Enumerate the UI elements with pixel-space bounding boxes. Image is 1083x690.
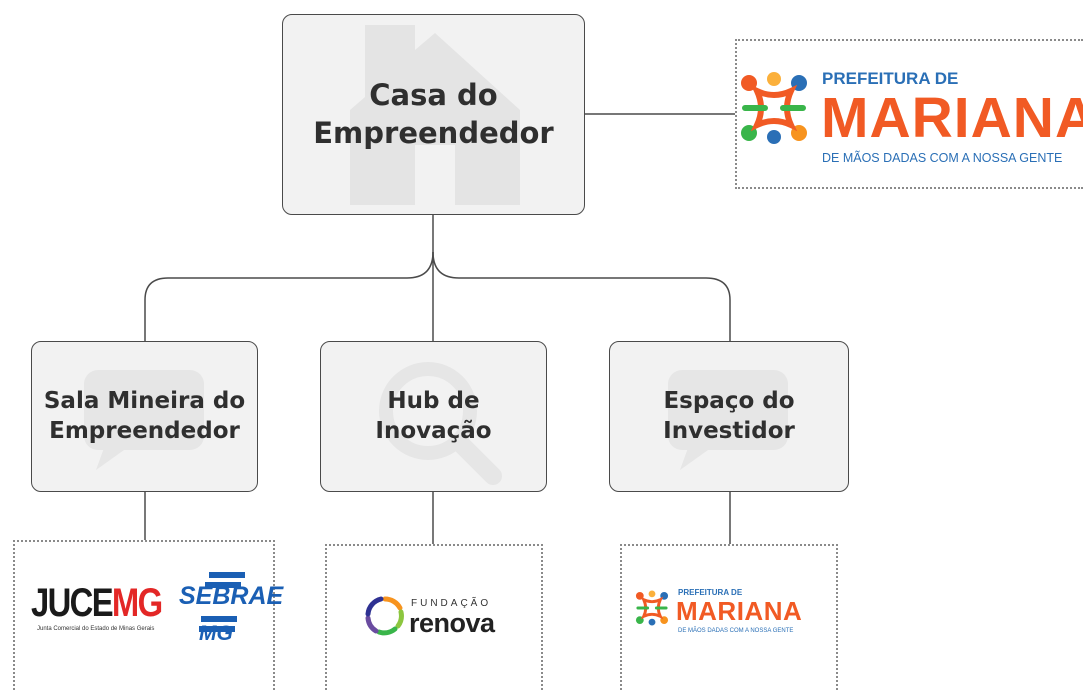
prefeitura-bottom-top-text: PREFEITURA DE	[678, 588, 743, 597]
prefeitura-top-text: PREFEITURA DE	[822, 69, 959, 88]
chat-bubble-icon	[668, 370, 788, 470]
jucemg-subtitle: Junta Comercial do Estado de Minas Gerai…	[37, 626, 155, 632]
sebrae-state-text: MG	[199, 622, 233, 645]
jucemg-text-part2: MG	[111, 581, 163, 625]
logo-box-renova: FUNDAÇÃO renova	[325, 544, 543, 690]
renova-name-text: renova	[409, 608, 495, 638]
connector-branch-right	[432, 251, 731, 341]
jucemg-logo: JUCEMG	[31, 581, 163, 626]
sebrae-stripes-icon	[199, 572, 245, 632]
prefeitura-bottom-main-text: MARIANA	[676, 596, 803, 626]
node-casa-do-empreendedor[interactable]: Casa do Empreendedor	[282, 14, 585, 215]
mariana-emblem-icon	[635, 590, 669, 626]
sala-mineira-label: Sala Mineira do Empreendedor	[43, 387, 246, 444]
prefeitura-bottom-tagline: DE MÃOS DADAS COM A NOSSA GENTE	[678, 628, 794, 634]
hub-label: Hub de Inovação	[375, 387, 492, 444]
renova-ring-icon	[365, 596, 404, 636]
jucemg-text-part1: JUCE	[31, 581, 114, 625]
logo-box-prefeitura-bottom: PREFEITURA DE MARIANA DE MÃOS DADAS COM …	[620, 544, 838, 690]
renova-top-text: FUNDAÇÃO	[411, 598, 492, 609]
node-sala-mineira[interactable]: Sala Mineira do Empreendedor	[31, 341, 258, 492]
logo-box-prefeitura-top: PREFEITURA DE MARIANA DE MÃOS DADAS COM …	[735, 39, 1083, 189]
node-hub-de-inovacao[interactable]: Hub de Inovação	[320, 341, 547, 492]
logo-box-jucemg-sebrae: JUCEMG Junta Comercial do Estado de Mina…	[13, 540, 283, 690]
prefeitura-main-text: MARIANA	[821, 86, 1083, 150]
connector-branch-left	[144, 251, 434, 341]
prefeitura-tagline: DE MÃOS DADAS COM A NOSSA GENTE	[822, 151, 1063, 165]
node-espaco-do-investidor[interactable]: Espaço do Investidor	[609, 341, 849, 492]
house-icon	[350, 25, 520, 205]
sebrae-text: SEBRAE	[179, 582, 284, 610]
espaco-label: Espaço do Investidor	[663, 387, 795, 444]
mariana-emblem-icon	[741, 72, 807, 144]
root-label: Casa do Empreendedor	[313, 77, 554, 150]
magnifier-icon	[379, 362, 502, 485]
chat-bubble-icon	[84, 370, 204, 470]
